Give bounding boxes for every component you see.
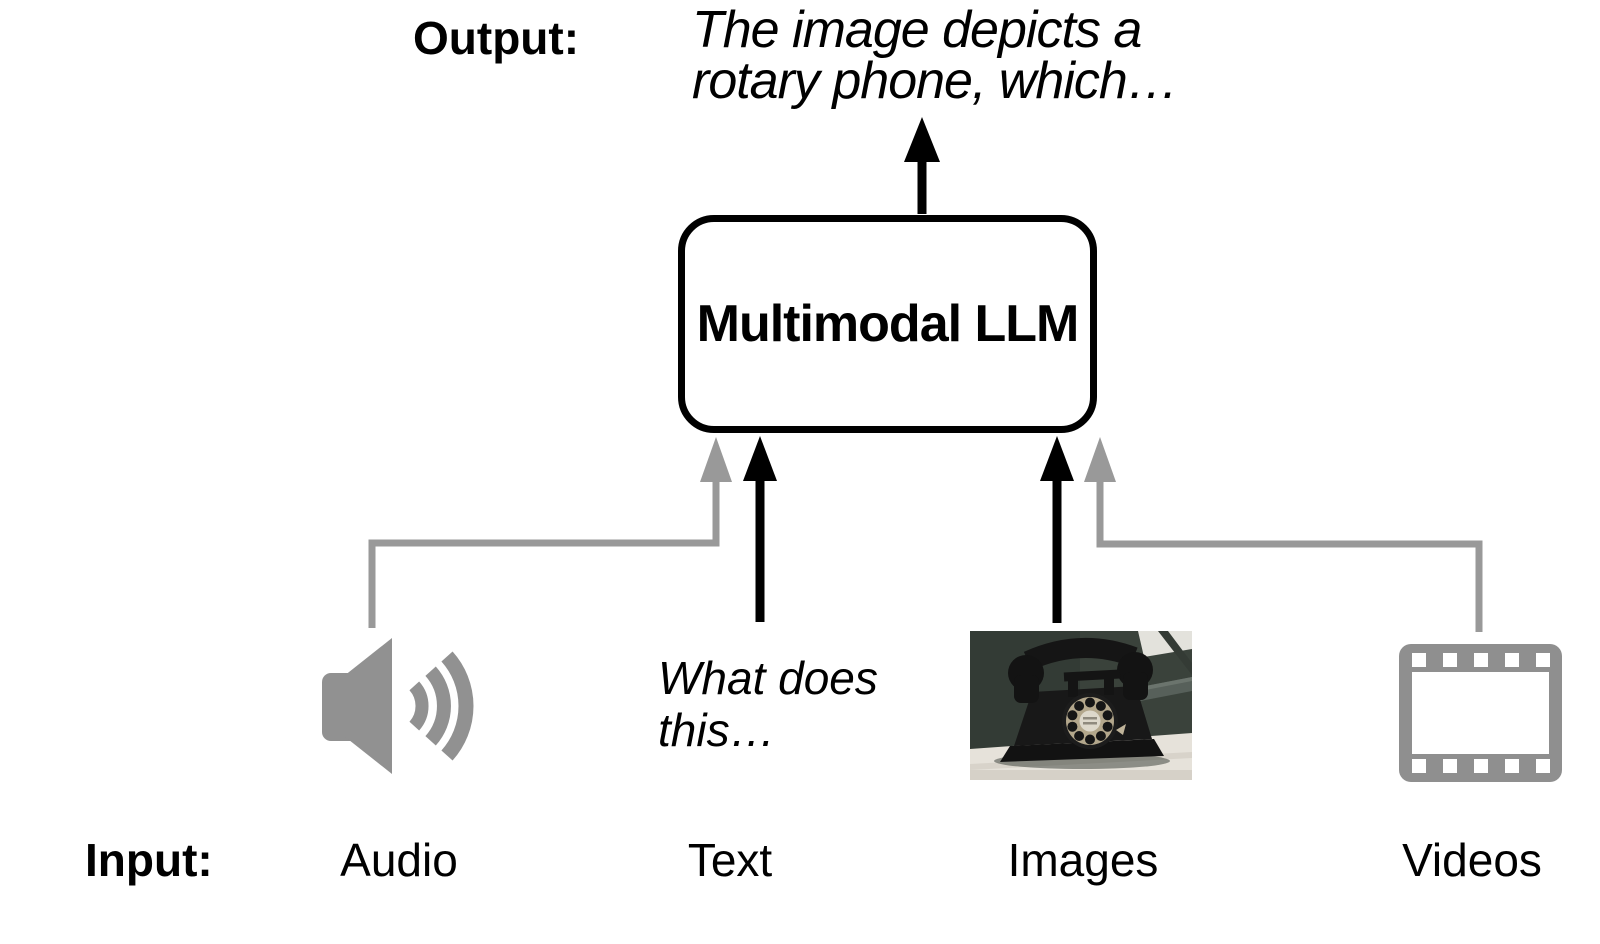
arrow-videos-to-llm bbox=[1084, 437, 1483, 632]
text-input-prompt-line2: this… bbox=[658, 704, 776, 756]
label-images: Images bbox=[1007, 834, 1159, 886]
speaker-audio-icon bbox=[322, 638, 474, 774]
arrow-text-to-llm bbox=[743, 436, 777, 622]
rotary-phone-image bbox=[970, 631, 1192, 780]
arrow-images-to-llm bbox=[1040, 436, 1074, 623]
multimodal-llm-box: Multimodal LLM bbox=[678, 215, 1097, 433]
input-label: Input: bbox=[85, 834, 213, 886]
multimodal-llm-label: Multimodal LLM bbox=[696, 295, 1080, 353]
arrow-llm-to-output bbox=[904, 117, 940, 214]
arrow-audio-to-llm bbox=[368, 437, 732, 628]
label-audio: Audio bbox=[340, 834, 458, 886]
output-text-line2: rotary phone, which… bbox=[692, 52, 1179, 110]
output-text: The image depicts a rotary phone, which… bbox=[692, 1, 1179, 110]
text-input-prompt: What does this… bbox=[658, 652, 878, 756]
output-label: Output: bbox=[413, 12, 580, 64]
label-videos: Videos bbox=[1402, 834, 1542, 886]
text-input-prompt-line1: What does bbox=[658, 652, 878, 704]
film-strip-icon bbox=[1399, 644, 1562, 782]
label-text: Text bbox=[687, 834, 773, 886]
output-text-line1: The image depicts a bbox=[692, 1, 1142, 59]
